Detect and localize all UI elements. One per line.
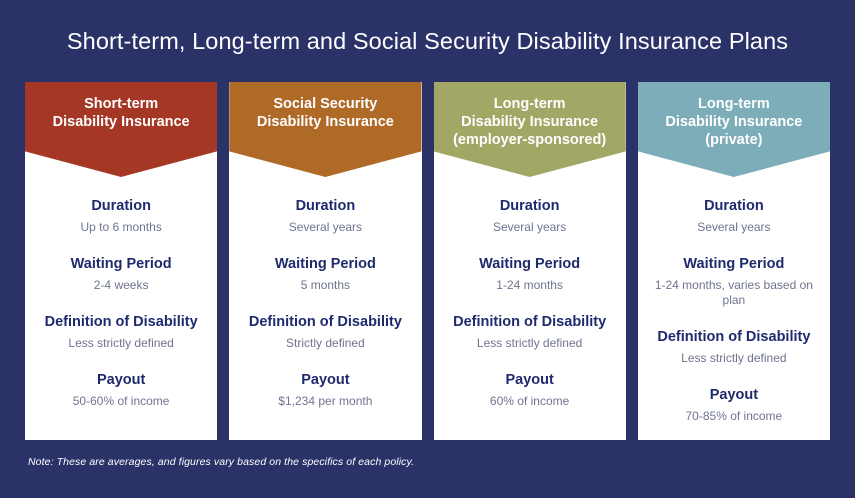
header-line: (private) — [705, 132, 763, 148]
plan-comparison-columns: Short-term Disability Insurance Duration… — [25, 82, 830, 440]
plan-card-body: Duration Up to 6 months Waiting Period 2… — [25, 177, 217, 440]
plan-card-long-term-private: Long-term Disability Insurance (private)… — [637, 82, 830, 440]
attribute-value: Less strictly defined — [68, 336, 174, 350]
header-line: Disability Insurance — [256, 114, 394, 130]
footnote: Note: These are averages, and figures va… — [28, 456, 415, 468]
plan-card-short-term: Short-term Disability Insurance Duration… — [25, 82, 218, 440]
attribute-row-duration: Duration Several years — [440, 197, 620, 235]
header-line: Disability Insurance — [52, 114, 190, 130]
plan-card-header: Social Security Disability Insurance — [229, 82, 422, 177]
attribute-value: Up to 6 months — [80, 220, 162, 234]
attribute-row-payout: Payout 60% of income — [440, 371, 620, 409]
attribute-row-definition: Definition of Disability Less strictly d… — [31, 313, 211, 351]
attribute-label: Payout — [709, 387, 759, 403]
attribute-row-definition: Definition of Disability Less strictly d… — [644, 328, 824, 366]
attribute-label: Duration — [704, 198, 764, 214]
page-title: Short-term, Long-term and Social Securit… — [66, 28, 789, 54]
attribute-label: Definition of Disability — [657, 329, 811, 345]
attribute-label: Payout — [301, 372, 350, 388]
plan-card-header-text: Long-term Disability Insurance (employer… — [447, 95, 612, 149]
attribute-value: Several years — [697, 220, 771, 234]
attribute-value: Several years — [492, 220, 567, 234]
attribute-row-definition: Definition of Disability Less strictly d… — [440, 313, 620, 351]
plan-card-social-security: Social Security Disability Insurance Dur… — [229, 82, 422, 440]
attribute-value: 5 months — [300, 278, 351, 292]
plan-card-header: Long-term Disability Insurance (employer… — [433, 82, 626, 177]
attribute-value: 1-24 months, varies based on plan — [654, 278, 813, 307]
attribute-label: Duration — [91, 198, 151, 214]
attribute-row-waiting-period: Waiting Period 1-24 months — [440, 255, 620, 293]
plan-card-header: Short-term Disability Insurance — [25, 82, 218, 177]
plan-card-long-term-employer: Long-term Disability Insurance (employer… — [433, 82, 626, 440]
header-line: Disability Insurance — [665, 114, 803, 130]
attribute-value: 70-85% of income — [685, 409, 783, 423]
attribute-value: Strictly defined — [286, 336, 365, 350]
attribute-row-payout: Payout $1,234 per month — [235, 371, 415, 409]
attribute-label: Payout — [96, 372, 146, 388]
plan-card-body: Duration Several years Waiting Period 1-… — [638, 177, 830, 440]
header-line: Disability Insurance — [461, 114, 599, 130]
attribute-row-duration: Duration Up to 6 months — [31, 197, 211, 235]
plan-card-header-text: Short-term Disability Insurance — [47, 95, 196, 131]
header-line: Short-term — [84, 96, 159, 112]
header-line: Long-term — [493, 96, 566, 112]
attribute-value: $1,234 per month — [278, 394, 373, 408]
attribute-row-payout: Payout 50-60% of income — [31, 371, 211, 409]
header-line: (employer-sponsored) — [453, 132, 607, 148]
attribute-row-definition: Definition of Disability Strictly define… — [235, 313, 415, 351]
attribute-label: Waiting Period — [274, 256, 376, 272]
plan-card-body: Duration Several years Waiting Period 1-… — [434, 177, 626, 440]
attribute-label: Waiting Period — [683, 256, 785, 272]
attribute-row-duration: Duration Several years — [235, 197, 415, 235]
plan-card-header: Long-term Disability Insurance (private) — [637, 82, 830, 177]
attribute-row-waiting-period: Waiting Period 2-4 weeks — [31, 255, 211, 293]
attribute-row-waiting-period: Waiting Period 1-24 months, varies based… — [644, 255, 824, 308]
attribute-value: Less strictly defined — [476, 336, 583, 350]
attribute-row-duration: Duration Several years — [644, 197, 824, 235]
attribute-label: Payout — [505, 372, 554, 388]
header-line: Social Security — [273, 96, 378, 112]
attribute-label: Definition of Disability — [248, 314, 402, 330]
attribute-value: 60% of income — [489, 394, 570, 408]
attribute-row-payout: Payout 70-85% of income — [644, 386, 824, 424]
header-line: Long-term — [698, 96, 770, 112]
attribute-label: Waiting Period — [70, 256, 172, 272]
attribute-label: Definition of Disability — [453, 314, 607, 330]
attribute-value: 50-60% of income — [72, 394, 170, 408]
attribute-value: Several years — [288, 220, 363, 234]
attribute-label: Definition of Disability — [44, 314, 198, 330]
attribute-label: Waiting Period — [479, 256, 581, 272]
plan-card-body: Duration Several years Waiting Period 5 … — [229, 177, 421, 440]
attribute-value: 2-4 weeks — [93, 278, 149, 292]
plan-card-header-text: Long-term Disability Insurance (private) — [659, 95, 808, 149]
attribute-label: Duration — [499, 198, 560, 214]
attribute-value: 1-24 months — [496, 278, 563, 292]
attribute-value: Less strictly defined — [681, 351, 787, 365]
plan-card-header-text: Social Security Disability Insurance — [251, 95, 400, 131]
attribute-row-waiting-period: Waiting Period 5 months — [235, 255, 415, 293]
attribute-label: Duration — [295, 198, 356, 214]
